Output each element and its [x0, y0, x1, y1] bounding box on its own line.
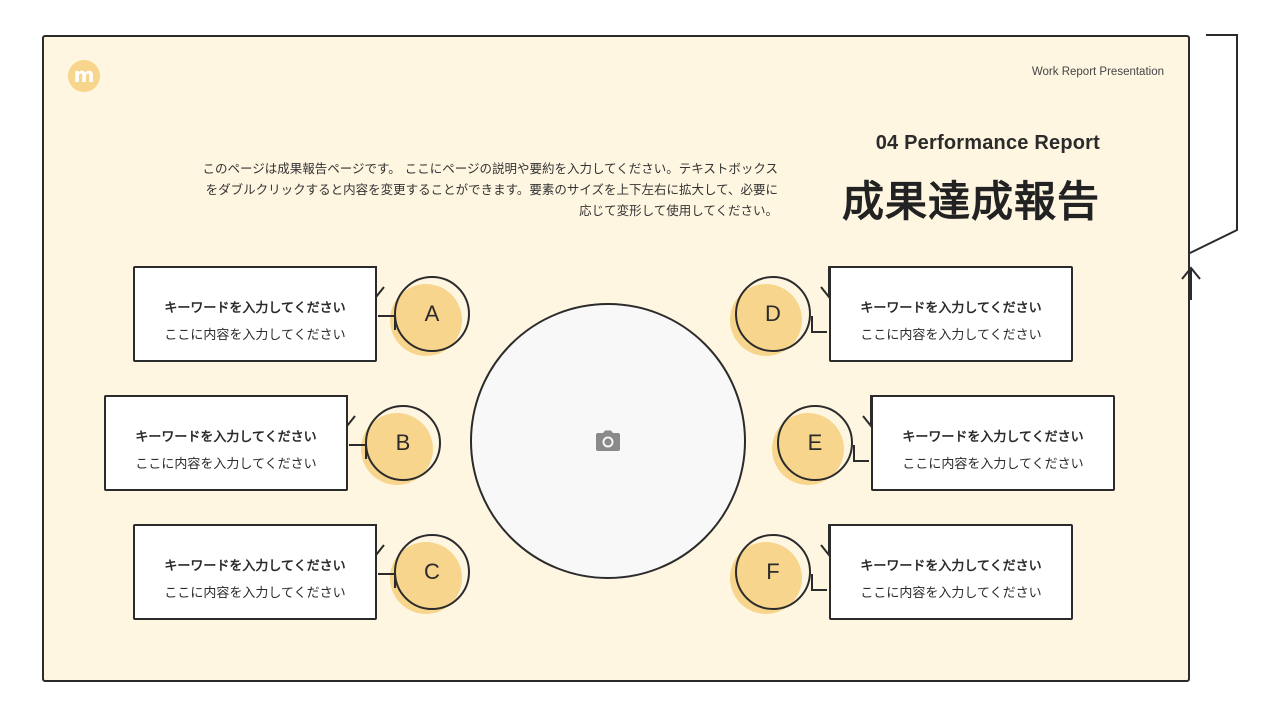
letter-e: E — [807, 430, 823, 455]
card-keyword[interactable]: キーワードを入力してください — [164, 301, 346, 316]
description-line-1: このページは成果報告ページです。 ここにページの説明や要約を入力してください。テ… — [202, 161, 778, 176]
letter-c: C — [424, 559, 440, 584]
logo-icon: m — [68, 60, 100, 92]
card-content[interactable]: ここに内容を入力してください — [860, 328, 1042, 343]
description-line-2: をダブルクリックすると内容を変更することができます。要素のサイズを上下左右に拡大… — [205, 182, 778, 197]
card-content[interactable]: ここに内容を入力してください — [164, 586, 346, 601]
card-a[interactable]: キーワードを入力してください ここに内容を入力してください — [133, 266, 377, 362]
description-line-3: 応じて変形して使用してください。 — [579, 203, 778, 218]
letter-a: A — [424, 301, 440, 326]
card-e[interactable]: キーワードを入力してください ここに内容を入力してください — [871, 395, 1115, 491]
card-keyword[interactable]: キーワードを入力してください — [164, 559, 346, 574]
card-f[interactable]: キーワードを入力してください ここに内容を入力してください — [829, 524, 1073, 620]
card-keyword[interactable]: キーワードを入力してください — [902, 430, 1084, 445]
section-subtitle: 04 Performance Report — [875, 132, 1100, 154]
card-d[interactable]: キーワードを入力してください ここに内容を入力してください — [829, 266, 1073, 362]
card-content[interactable]: ここに内容を入力してください — [902, 457, 1084, 472]
card-content[interactable]: ここに内容を入力してください — [135, 457, 317, 472]
card-b[interactable]: キーワードを入力してください ここに内容を入力してください — [104, 395, 348, 491]
letter-f: F — [766, 559, 780, 584]
card-keyword[interactable]: キーワードを入力してください — [860, 301, 1042, 316]
letter-d: D — [765, 301, 781, 326]
description-text[interactable]: このページは成果報告ページです。 ここにページの説明や要約を入力してください。テ… — [138, 158, 778, 221]
letter-b: B — [395, 430, 411, 455]
card-keyword[interactable]: キーワードを入力してください — [860, 559, 1042, 574]
card-content[interactable]: ここに内容を入力してください — [164, 328, 346, 343]
card-keyword[interactable]: キーワードを入力してください — [135, 430, 317, 445]
card-c[interactable]: キーワードを入力してください ここに内容を入力してください — [133, 524, 377, 620]
card-content[interactable]: ここに内容を入力してください — [860, 586, 1042, 601]
page-title: 成果達成報告 — [841, 177, 1100, 226]
header-label: Work Report Presentation — [1031, 66, 1164, 78]
camera-icon[interactable] — [595, 430, 621, 452]
